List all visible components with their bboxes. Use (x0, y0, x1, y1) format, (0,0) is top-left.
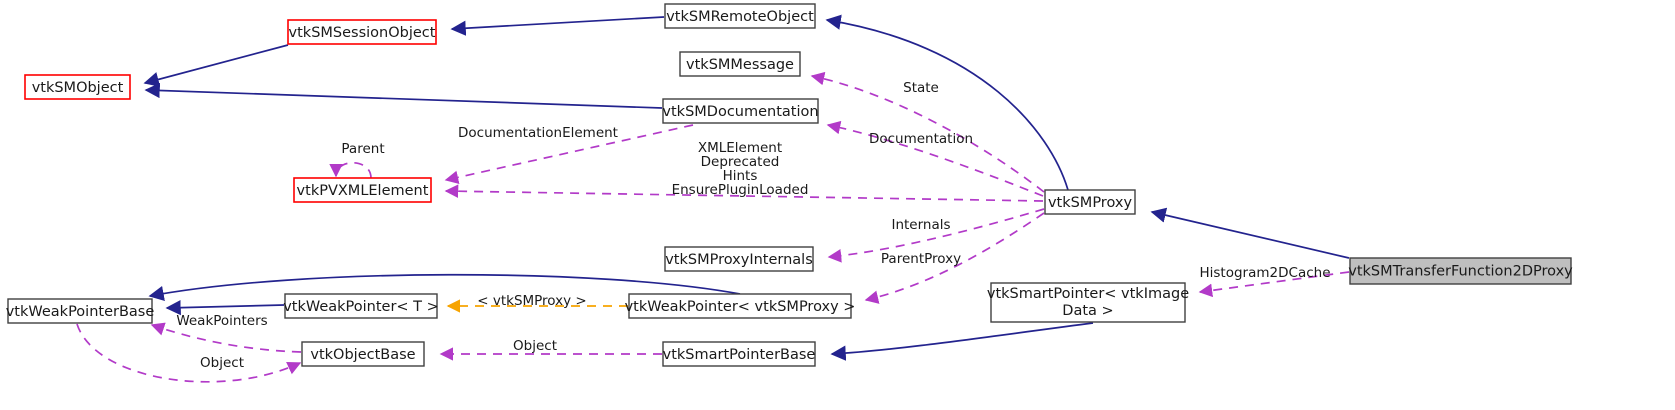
edge-parent-self-loop (329, 161, 372, 179)
node-vtkObjectBase[interactable]: vtkObjectBase (301, 341, 425, 367)
edge-weakpointers-usage (150, 322, 302, 353)
edge-label-weak-pointers: WeakPointers (176, 313, 267, 329)
node-box[interactable] (662, 98, 819, 124)
inheritance-edges (143, 14, 1350, 361)
node-box[interactable] (287, 19, 437, 45)
edge-label-internals: Internals (891, 217, 950, 233)
node-vtkWeakPointerBase[interactable]: vtkWeakPointerBase (6, 298, 155, 324)
edge-label-template-smproxy: < vtkSMProxy > (477, 293, 587, 309)
edge-documentation-to-smobject (144, 82, 663, 109)
edge-label-documentation: Documentation (869, 131, 973, 147)
node-label-line2: Data > (1062, 303, 1113, 319)
node-vtkSmartPointer-vtkImageData[interactable]: vtkSmartPointer< vtkImage Data > (987, 282, 1189, 323)
edge-xmlelement-usage (444, 184, 1044, 202)
edge-weakpointert-to-weakpointerbase (165, 299, 285, 316)
node-box[interactable] (284, 293, 438, 319)
node-label: vtkWeakPointer< T > (283, 299, 439, 315)
node-label: vtkSMObject (32, 80, 124, 96)
node-box[interactable] (664, 3, 816, 29)
edge-label-hints: Hints (723, 168, 758, 184)
node-box[interactable] (990, 282, 1186, 323)
node-label: vtkSMProxy (1048, 195, 1133, 211)
node-label: vtkSMProxyInternals (665, 252, 813, 268)
node-label: vtkSMMessage (686, 57, 794, 73)
edge-label-ensure-plugin-loaded: EnsurePluginLoaded (672, 182, 809, 198)
node-box[interactable] (301, 341, 425, 367)
node-box[interactable] (662, 341, 816, 367)
edge-label-object-right: Object (513, 338, 557, 354)
node-vtkPVXMLElement[interactable]: vtkPVXMLElement (293, 177, 432, 203)
node-box[interactable] (293, 177, 432, 203)
nodes: vtkSMObject vtkSMSessionObject vtkSMRemo… (6, 3, 1573, 367)
edge-parentproxy-usage (864, 212, 1045, 304)
edge-label-histogram-2d-cache: Histogram2DCache (1200, 265, 1331, 281)
node-vtkSMObject[interactable]: vtkSMObject (24, 74, 131, 100)
edge-state-usage (810, 71, 1045, 193)
edge-weakpointersmproxy-to-weakpointerbase (148, 273, 741, 301)
edge-label-object-left: Object (200, 355, 244, 371)
node-vtkSMTransferFunction2DProxy[interactable]: vtkSMTransferFunction2DProxy (1348, 257, 1573, 285)
usage-edges: vtkSMMessage --> vtkSMDocumentation --> … (76, 71, 1350, 383)
node-box[interactable] (664, 246, 814, 272)
node-vtkSMProxyInternals[interactable]: vtkSMProxyInternals (664, 246, 814, 272)
node-label: vtkSMSessionObject (289, 25, 436, 41)
node-vtkSmartPointerBase[interactable]: vtkSmartPointerBase (662, 341, 816, 367)
node-box[interactable] (1044, 189, 1136, 215)
node-box[interactable] (7, 298, 153, 324)
node-label: vtkSMTransferFunction2DProxy (1348, 264, 1573, 280)
node-label: vtkWeakPointer< vtkSMProxy > (625, 299, 856, 315)
edge-smproxy-to-remoteobject (825, 14, 1069, 191)
node-box[interactable] (628, 293, 852, 319)
edge-transferfunction-to-smproxy (1150, 207, 1350, 259)
node-label: vtkSmartPointerBase (663, 347, 816, 363)
edge-label-xml-element: XMLElement (698, 140, 782, 156)
edge-object-left-usage (76, 323, 302, 383)
node-box[interactable] (24, 74, 131, 100)
node-label: vtkSMRemoteObject (666, 9, 814, 25)
edge-documentationelement-usage (444, 124, 694, 184)
edge-labels: State Documentation DocumentationElement… (176, 80, 1330, 371)
node-vtkWeakPointer-vtkSMProxy[interactable]: vtkWeakPointer< vtkSMProxy > (625, 293, 856, 319)
node-label: vtkSMDocumentation (662, 104, 818, 120)
node-vtkWeakPointer-T[interactable]: vtkWeakPointer< T > (283, 293, 439, 319)
edge-documentation-usage (826, 120, 1044, 197)
node-box[interactable] (1349, 257, 1572, 285)
node-vtkSMSessionObject[interactable]: vtkSMSessionObject (287, 19, 437, 45)
node-label: vtkWeakPointerBase (6, 304, 155, 320)
edge-sessionobject-to-smobject (143, 44, 289, 87)
node-vtkSMMessage[interactable]: vtkSMMessage (679, 51, 801, 77)
node-box[interactable] (679, 51, 801, 77)
edge-label-deprecated: Deprecated (701, 154, 780, 170)
node-label: vtkPVXMLElement (297, 183, 429, 199)
edge-label-parent: Parent (341, 141, 384, 157)
edge-internals-usage (827, 208, 1045, 263)
edge-label-documentation-element: DocumentationElement (458, 125, 618, 141)
edge-remoteobject-to-sessionobject (450, 16, 665, 36)
node-vtkSMDocumentation[interactable]: vtkSMDocumentation (662, 98, 819, 124)
edge-label-parent-proxy: ParentProxy (881, 251, 961, 267)
edge-label-state: State (903, 80, 939, 96)
edge-smartpointerimagedata-to-smartpointerbase (830, 322, 1094, 361)
node-label-line1: vtkSmartPointer< vtkImage (987, 286, 1189, 302)
node-label: vtkObjectBase (310, 347, 415, 363)
node-vtkSMRemoteObject[interactable]: vtkSMRemoteObject (664, 3, 816, 29)
node-vtkSMProxy[interactable]: vtkSMProxy (1044, 189, 1136, 215)
